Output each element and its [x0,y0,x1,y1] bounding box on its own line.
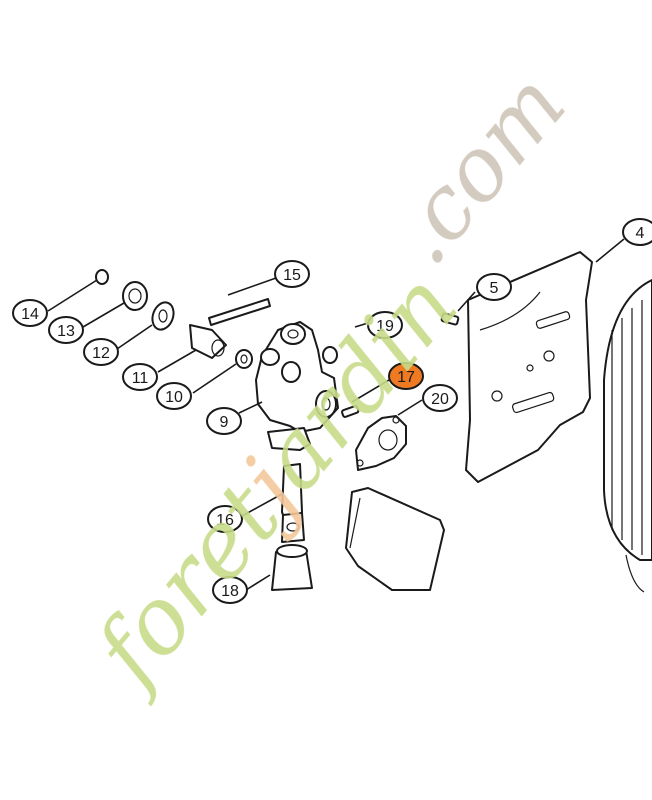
callout-oval [422,384,458,412]
callout-label: 12 [92,345,110,362]
callout-label: 15 [283,267,301,284]
callout-label: 5 [490,280,499,297]
callout-label: 9 [220,414,229,431]
callout-label: 11 [132,370,149,387]
callout-12: 12 [83,338,119,366]
callout-oval [388,362,424,390]
callout-oval [206,407,242,435]
callout-14: 14 [12,299,48,327]
callout-17: 17 [388,362,424,390]
callout-15: 15 [274,260,310,288]
callout-label: 13 [57,323,75,340]
callout-4: 4 [622,218,652,246]
callout-oval [367,311,403,339]
callout-oval [83,338,119,366]
watermark-domain: .com [369,54,585,284]
callout-16: 16 [207,505,243,533]
callout-18: 18 [212,576,248,604]
callout-oval [122,363,158,391]
callout-oval [622,218,652,246]
callout-label: 19 [376,318,394,335]
callout-13: 13 [48,316,84,344]
callout-label: 14 [21,306,39,323]
part-small-items [95,269,271,369]
part-pump-small-items [322,312,460,418]
callout-5: 5 [476,273,512,301]
part-gasket [355,415,407,471]
callout-oval [274,260,310,288]
part-cover-plate [465,251,593,483]
callout-19: 19 [367,311,403,339]
part-crankcase-edge [603,279,652,593]
callout-label: 10 [165,389,183,406]
callout-10: 10 [156,382,192,410]
callout-11: 11 [122,363,158,391]
callout-oval [207,505,243,533]
callout-20: 20 [422,384,458,412]
callout-label: 18 [221,583,239,600]
callout-9: 9 [206,407,242,435]
callout-oval [156,382,192,410]
callout-oval [476,273,512,301]
callout-label: 20 [431,391,449,408]
part-worm-shaft [271,463,313,591]
part-pump-body [255,321,339,451]
callout-label: 16 [216,512,234,529]
callout-label: 17 [397,369,415,386]
callout-label: 4 [636,225,645,242]
callout-oval [48,316,84,344]
callout-oval [212,576,248,604]
callout-oval [12,299,48,327]
part-filter [345,487,445,591]
callout-layer: 4 5 9 10 11 12 13 14 15 16 17 18 19 20 [12,218,652,604]
leader-lines [47,238,625,591]
